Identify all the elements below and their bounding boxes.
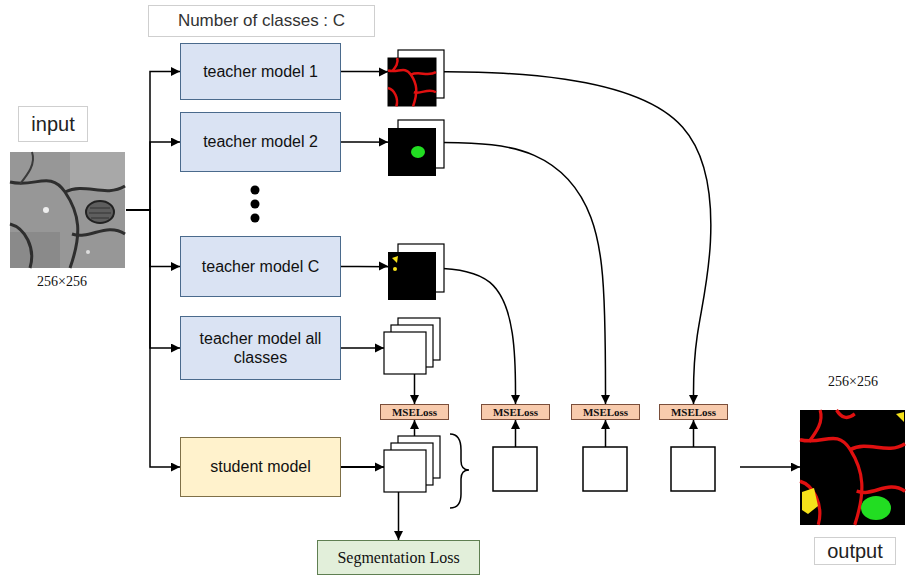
student-box: student model <box>180 437 341 497</box>
channel-stack <box>384 318 440 374</box>
loss-box: Segmentation Loss <box>317 540 480 575</box>
node-text: MSELoss <box>583 407 628 418</box>
node-text: input <box>18 106 88 142</box>
teacher-box: teacher model C <box>180 236 341 297</box>
node-text: teacher model 1 <box>203 62 318 81</box>
channel-square <box>493 447 715 491</box>
node-text: MSELoss <box>671 407 716 418</box>
teacher-box: teacher model 2 <box>180 112 341 172</box>
loss-box: MSELoss <box>571 404 640 420</box>
connector-arrow <box>341 72 711 405</box>
connector-arrow <box>341 420 606 467</box>
dimension-label: 256×256 <box>35 274 89 290</box>
loss-box: MSELoss <box>659 404 728 420</box>
node-text: student model <box>210 458 311 476</box>
input-image <box>10 152 125 268</box>
node-text: Number of classes : C <box>178 11 345 31</box>
connector-arrow <box>126 142 180 210</box>
teacher-box: teacher model all classes <box>180 316 341 380</box>
output-node: output <box>800 410 905 565</box>
teacher-output-image <box>388 128 436 176</box>
node-text: Segmentation Loss <box>337 549 459 567</box>
node-text: teacher model C <box>202 257 319 276</box>
loss-box: MSELoss <box>380 404 449 420</box>
output-image <box>800 410 905 525</box>
connector-arrow <box>126 72 180 211</box>
loss-box: MSELoss <box>481 404 550 420</box>
node-text: teacher model 2 <box>203 132 318 151</box>
parameter-box: Number of classes : C <box>148 5 375 37</box>
dimension-label: 256×256 <box>826 374 880 390</box>
node-text: teacher model all classes <box>200 329 322 367</box>
ellipsis-dots <box>251 186 260 223</box>
connector-arrow <box>126 210 180 467</box>
node-text: MSELoss <box>392 407 437 418</box>
bracket <box>450 434 469 508</box>
node-text: output <box>814 537 896 565</box>
channel-stack <box>384 436 440 492</box>
connector-arrow <box>126 210 180 348</box>
node-text: MSELoss <box>493 407 538 418</box>
teacher-output-image <box>388 252 436 300</box>
teacher-output-image <box>388 58 436 106</box>
connector-arrow <box>126 210 180 267</box>
teacher-box: teacher model 1 <box>180 43 341 100</box>
connector-arrow <box>341 142 606 404</box>
input-node: input <box>10 106 126 268</box>
